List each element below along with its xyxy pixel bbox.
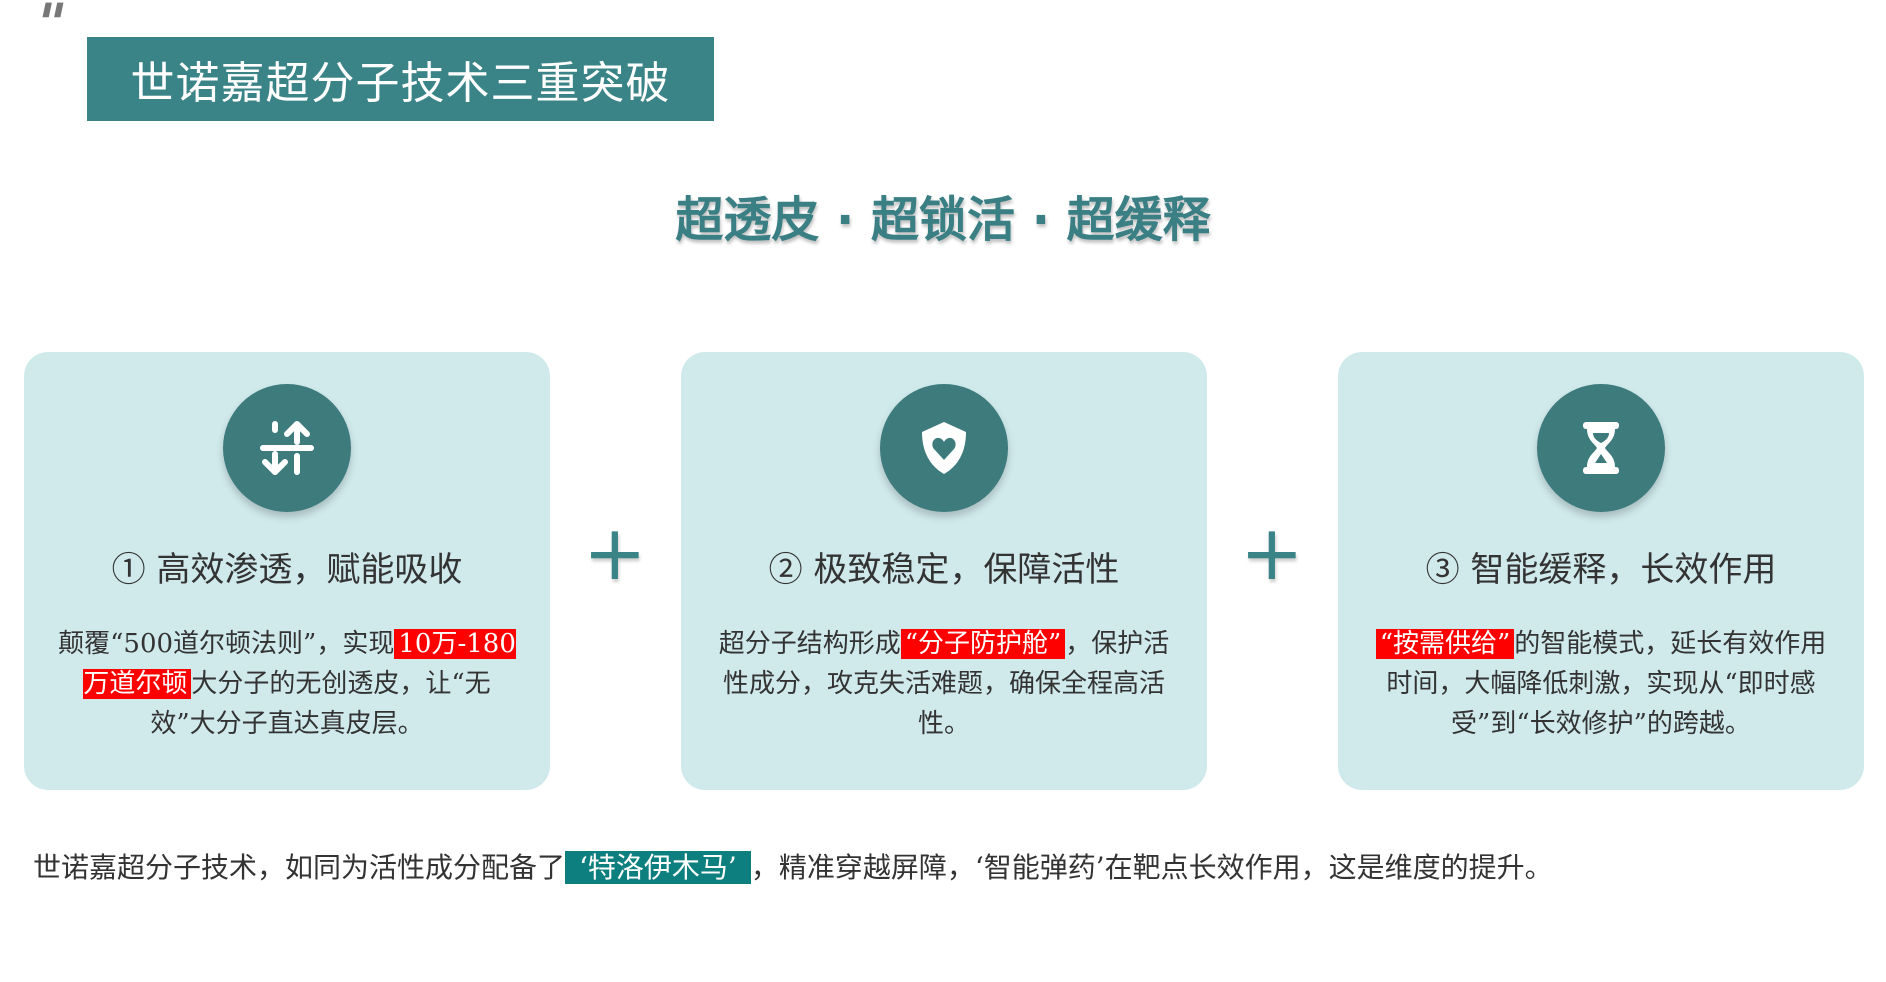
plus-icon: + — [1240, 508, 1304, 597]
body-text: 的智能模式，延长有效作用时间，大幅降低刺激，实现从“即时感受”到“长效修护”的跨… — [1386, 629, 1827, 739]
body-text: 颠覆“500道尔顿法则”，实现 — [58, 629, 395, 659]
card-body: “按需供给”的智能模式，延长有效作用时间，大幅降低刺激，实现从“即时感受”到“长… — [1368, 624, 1834, 744]
hourglass-icon — [1537, 384, 1665, 512]
highlight-text: “按需供给” — [1375, 629, 1515, 659]
title-banner: 世诺嘉超分子技术三重突破 — [87, 37, 714, 121]
shield-heart-icon — [880, 384, 1008, 512]
card-stability: ② 极致稳定，保障活性 超分子结构形成“分子防护舱”，保护活性成分，攻克失活难题… — [681, 352, 1207, 790]
summary-pre: 世诺嘉超分子技术，如同为活性成分配备了 — [33, 851, 566, 884]
summary-post: ，精准穿越屏障，‘智能弹药’在靶点长效作用，这是维度的提升。 — [750, 851, 1553, 884]
body-text: ，保护活性成分，攻克失活难题，确保全程高活性。 — [722, 629, 1170, 739]
plus-icon: + — [583, 508, 647, 597]
body-text: 超分子结构形成 — [718, 629, 901, 659]
card-heading: ③ 智能缓释，长效作用 — [1425, 550, 1777, 590]
body-text: 大分子的无创透皮，让“无效”大分子直达真皮层。 — [150, 669, 491, 739]
summary-highlight: ‘特洛伊木马’ — [565, 851, 751, 884]
highlight-text: “分子防护舱” — [900, 629, 1066, 659]
card-body: 超分子结构形成“分子防护舱”，保护活性成分，攻克失活难题，确保全程高活性。 — [711, 624, 1177, 744]
subtitle: 超透皮 · 超锁活 · 超缓释 — [675, 192, 1211, 248]
summary-text: 世诺嘉超分子技术，如同为活性成分配备了‘特洛伊木马’，精准穿越屏障，‘智能弹药’… — [33, 846, 1553, 886]
arrows-up-down-icon — [223, 384, 351, 512]
page-title: 世诺嘉超分子技术三重突破 — [130, 58, 671, 109]
card-slow-release: ③ 智能缓释，长效作用 “按需供给”的智能模式，延长有效作用时间，大幅降低刺激，… — [1338, 352, 1864, 790]
card-heading: ① 高效渗透，赋能吸收 — [111, 550, 463, 590]
quote-mark: " — [29, 0, 71, 55]
card-heading: ② 极致稳定，保障活性 — [768, 550, 1120, 590]
